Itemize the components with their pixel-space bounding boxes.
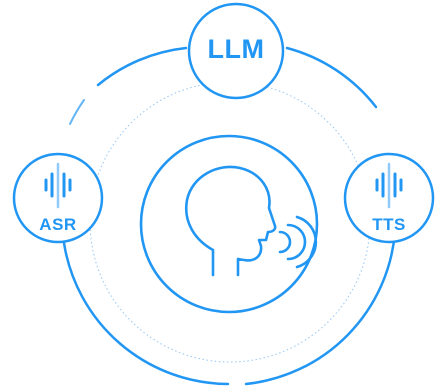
sound-wave-icon — [375, 162, 403, 209]
outer-ring-arc-left-upper — [69, 99, 85, 125]
tts-label: TTS — [372, 215, 406, 234]
outer-ring-arc-top-right — [285, 46, 378, 109]
outer-ring-arc-bottom-left — [62, 241, 230, 386]
outer-ring-arc-bottom-right — [244, 230, 397, 386]
outer-ring-arc-top-left — [96, 46, 188, 87]
center-circle — [139, 134, 319, 314]
llm-node-circle — [187, 2, 285, 100]
llm-label: LLM — [207, 34, 265, 64]
asr-label: ASR — [39, 215, 77, 234]
sound-wave-icon — [44, 162, 72, 209]
speaking-head-icon — [184, 165, 318, 277]
